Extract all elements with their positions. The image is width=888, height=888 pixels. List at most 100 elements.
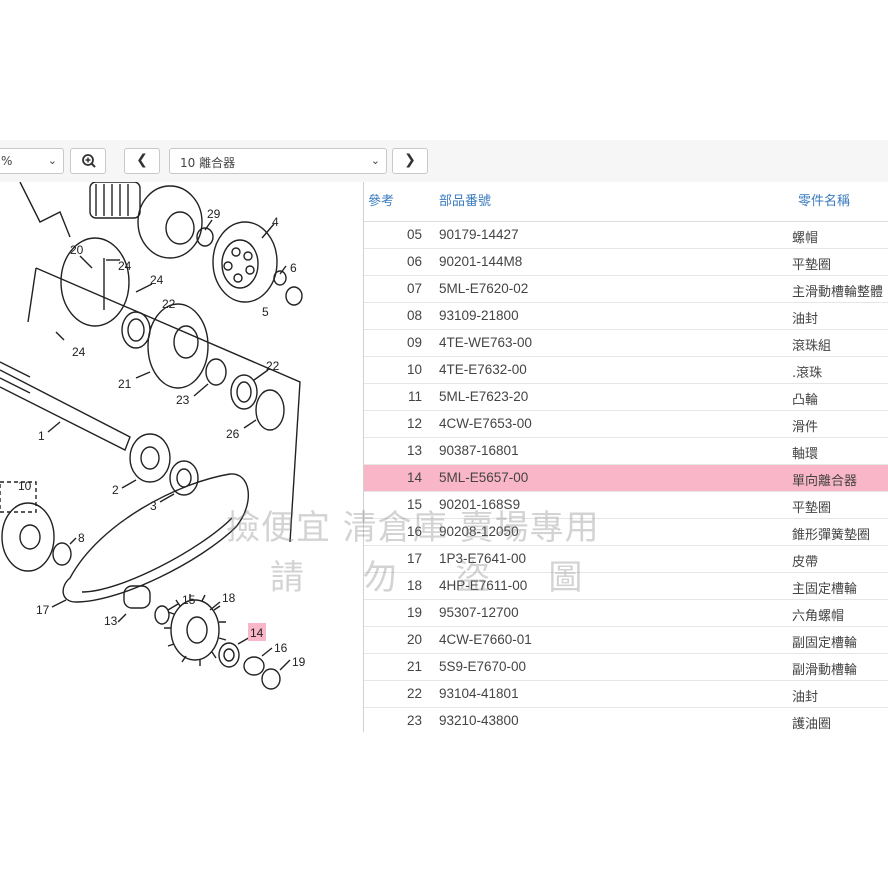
table-row[interactable]: 13 90387-16801 軸環 [364, 438, 888, 465]
cell-name: 六角螺帽 [792, 609, 845, 624]
header-part-no[interactable]: 部品番號 [439, 194, 492, 209]
section-select[interactable]: 10 離合器 ⌄ [169, 148, 387, 174]
toolbar: % ⌄ ❮ 10 離合器 ⌄ ❯ [0, 140, 888, 182]
table-row[interactable]: 05 90179-14427 螺帽 [364, 222, 888, 249]
parts-diagram-drawing: 29 4 6 5 20 24 24 22 24 21 23 22 26 1 2 … [0, 182, 306, 690]
table-row[interactable]: 20 4CW-E7660-01 副固定槽輪 [364, 627, 888, 654]
cell-ref: 08 [406, 308, 422, 323]
cell-ref: 07 [406, 281, 422, 296]
cell-name: 螺帽 [792, 231, 819, 246]
next-section-button[interactable]: ❯ [392, 148, 428, 174]
panel-divider [363, 182, 364, 732]
header-ref[interactable]: 參考 [368, 194, 395, 209]
header-name[interactable]: 零件名稱 [798, 194, 851, 209]
table-row[interactable]: 07 5ML-E7620-02 主滑動槽輪整體 [364, 276, 888, 303]
diagram-label-highlighted: 14 [250, 626, 264, 640]
cell-part-no: 93210-43800 [439, 713, 519, 728]
cell-name: 副滑動槽輪 [792, 663, 858, 678]
diagram-label: 22 [162, 297, 176, 311]
cell-ref: 15 [406, 497, 422, 512]
cell-ref: 06 [406, 254, 422, 269]
chevron-down-icon: ⌄ [370, 154, 380, 167]
cell-ref: 18 [406, 578, 422, 593]
diagram-label: 3 [150, 499, 157, 513]
cell-part-no: 4CW-E7660-01 [439, 632, 532, 647]
cell-part-no: 5ML-E7620-02 [439, 281, 529, 296]
zoom-in-icon [82, 154, 96, 168]
diagram-label: 18 [222, 591, 236, 605]
cell-name: 凸輪 [792, 393, 819, 408]
cell-name: 滑件 [792, 420, 819, 435]
section-select-value: 10 離合器 [180, 156, 236, 170]
table-row[interactable]: 23 93210-43800 護油圈 [364, 708, 888, 732]
cell-part-no: 95307-12700 [439, 605, 519, 620]
diagram-label: 22 [266, 359, 280, 373]
table-row[interactable]: 09 4TE-WE763-00 滾珠組 [364, 330, 888, 357]
cell-ref: 14 [406, 470, 422, 485]
cell-part-no: 90179-14427 [439, 227, 519, 242]
cell-part-no: 4TE-WE763-00 [439, 335, 533, 350]
parts-diagram: 29 4 6 5 20 24 24 22 24 21 23 22 26 1 2 … [0, 182, 364, 742]
diagram-label: 10 [18, 479, 32, 493]
diagram-label: 5 [262, 305, 269, 319]
cell-part-no: 5ML-E7623-20 [439, 389, 529, 404]
diagram-label: 4 [272, 215, 279, 229]
cell-part-no: 1P3-E7641-00 [439, 551, 527, 566]
cell-name: 滾珠組 [792, 339, 832, 354]
prev-section-button[interactable]: ❮ [124, 148, 160, 174]
cell-ref: 10 [406, 362, 422, 377]
cell-name: 油封 [792, 690, 819, 705]
cell-ref: 23 [406, 713, 422, 728]
cell-ref: 22 [406, 686, 422, 701]
diagram-label: 21 [118, 377, 132, 391]
cell-name: 單向離合器 [792, 474, 858, 489]
diagram-label: 17 [36, 603, 50, 617]
cell-name: 護油圈 [792, 717, 832, 732]
cell-ref: 13 [406, 443, 422, 458]
cell-ref: 11 [407, 389, 422, 404]
diagram-label: 19 [292, 655, 306, 669]
cell-part-no: 5S9-E7670-00 [439, 659, 527, 674]
cell-part-no: 4HP-E7611-00 [439, 578, 528, 593]
diagram-label: 13 [104, 614, 118, 628]
cell-ref: 05 [406, 227, 422, 242]
diagram-label: 24 [118, 259, 132, 273]
cell-ref: 16 [406, 524, 422, 539]
cell-name: 主滑動槽輪整體 [792, 285, 884, 300]
zoom-select[interactable]: % ⌄ [0, 148, 64, 174]
cell-part-no: 90201-168S9 [439, 497, 521, 512]
cell-part-no: 4CW-E7653-00 [439, 416, 532, 431]
watermark-line-2: 請 勿 盜 圖 [270, 558, 607, 598]
cell-part-no: 90201-144M8 [439, 254, 523, 269]
chevron-left-icon: ❮ [136, 152, 148, 168]
cell-ref: 09 [406, 335, 422, 350]
diagram-label: 20 [70, 243, 84, 257]
table-row[interactable]: 06 90201-144M8 平墊圈 [364, 249, 888, 276]
cell-name: 副固定槽輪 [792, 636, 858, 651]
cell-part-no: 90387-16801 [439, 443, 519, 458]
cell-name: 軸環 [792, 447, 819, 462]
watermark-line-1: 撿便宜 清倉庫 賣場專用 [226, 508, 600, 548]
diagram-label: 24 [150, 273, 164, 287]
zoom-in-button[interactable] [70, 148, 106, 174]
cell-part-no: 90208-12050 [439, 524, 519, 539]
diagram-label: 6 [290, 261, 297, 275]
cell-name: 平墊圈 [792, 258, 832, 273]
table-row[interactable]: 11 5ML-E7623-20 凸輪 [364, 384, 888, 411]
cell-name: 皮帶 [792, 555, 819, 570]
diagram-label: 23 [176, 393, 190, 407]
diagram-label: 1 [38, 429, 45, 443]
cell-ref: 20 [406, 632, 422, 647]
chevron-right-icon: ❯ [404, 152, 416, 168]
